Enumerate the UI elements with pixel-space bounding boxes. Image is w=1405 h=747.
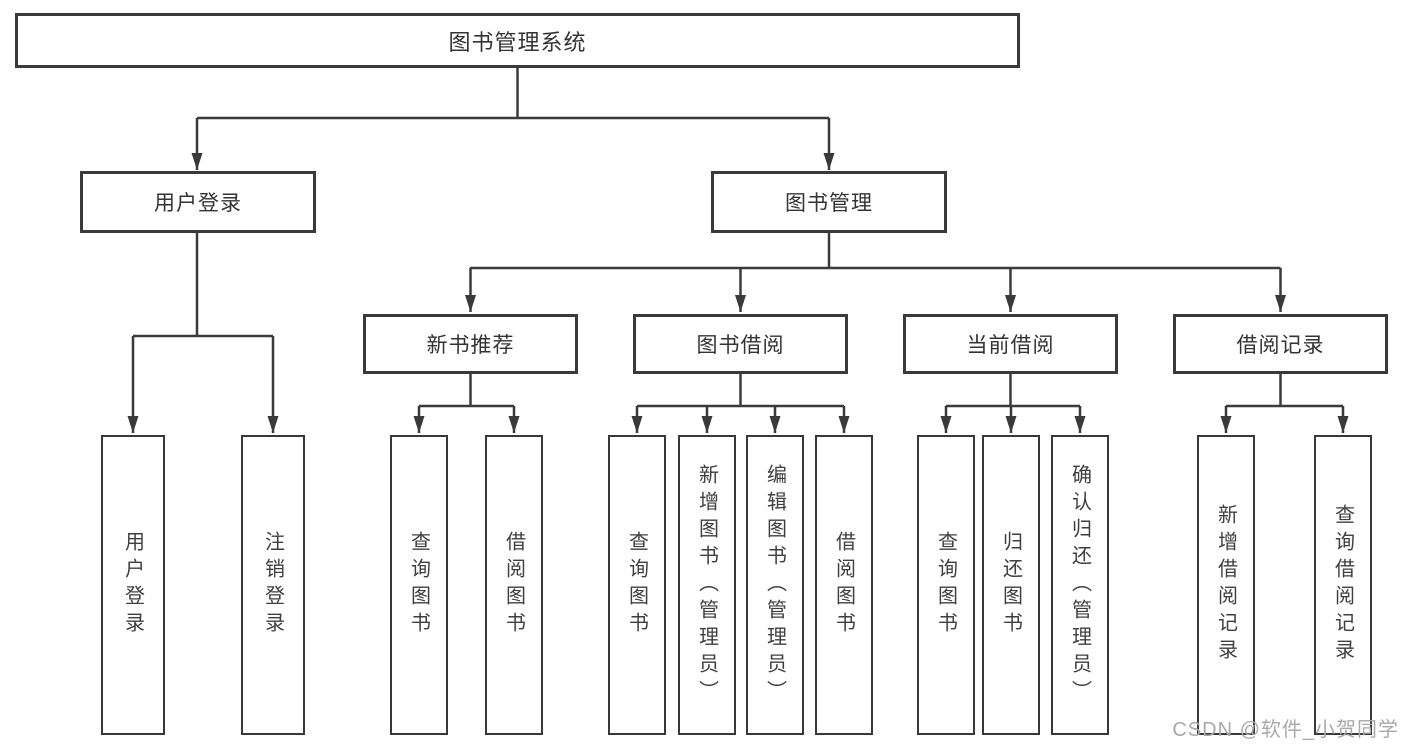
node-book-management: 图书管理 [711, 171, 947, 233]
csdn-watermark: CSDN @软件_小贺同学 [1172, 719, 1399, 741]
leaf-confirm-return-admin: 确认归还（管理员） [1051, 435, 1109, 735]
leaf-borrow-books-recommend: 借阅图书 [485, 435, 543, 735]
leaf-query-books-borrow: 查询图书 [608, 435, 666, 735]
leaf-return-book: 归还图书 [982, 435, 1040, 735]
leaf-logout: 注销登录 [241, 435, 305, 735]
node-library-management-system: 图书管理系统 [15, 13, 1020, 68]
node-book-borrow: 图书借阅 [633, 314, 848, 374]
leaf-borrow-books: 借阅图书 [815, 435, 873, 735]
leaf-edit-book-admin: 编辑图书（管理员） [746, 435, 804, 735]
node-new-book-recommend: 新书推荐 [363, 314, 578, 374]
node-user-login: 用户登录 [80, 171, 316, 233]
node-borrow-records: 借阅记录 [1173, 314, 1388, 374]
leaf-user-login: 用户登录 [101, 435, 165, 735]
leaf-query-borrow-record: 查询借阅记录 [1314, 435, 1372, 735]
leaf-query-books-recommend: 查询图书 [390, 435, 448, 735]
leaf-add-borrow-record: 新增借阅记录 [1197, 435, 1255, 735]
leaf-query-books-current: 查询图书 [917, 435, 975, 735]
node-current-borrow: 当前借阅 [903, 314, 1118, 374]
leaf-add-book-admin: 新增图书（管理员） [678, 435, 736, 735]
